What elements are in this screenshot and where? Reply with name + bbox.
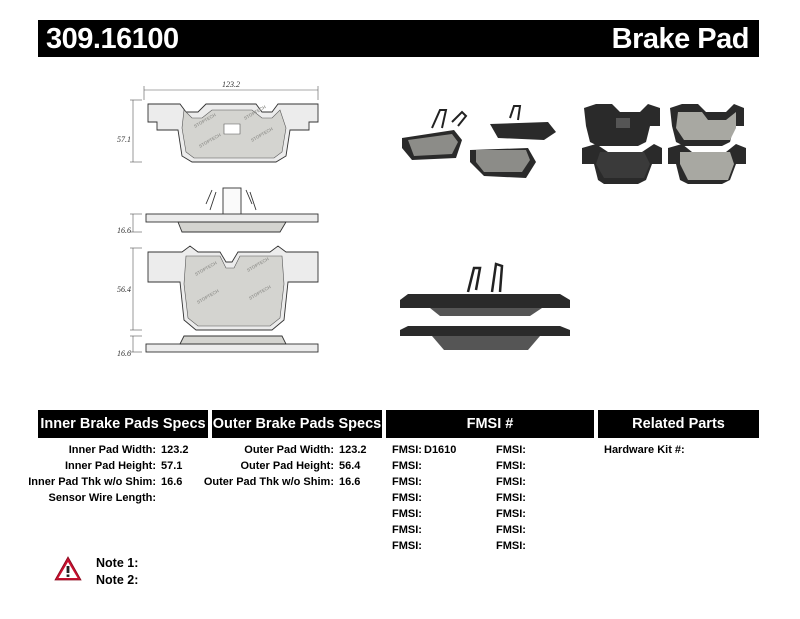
fmsi-label: FMSI: (496, 508, 526, 520)
outer-pad-side (145, 335, 319, 353)
fmsi-label: FMSI: (392, 524, 422, 536)
outer-pad-front (147, 245, 319, 331)
fmsi-label: FMSI: (496, 540, 526, 552)
product-photo-front-back (582, 104, 746, 184)
inner-pad-side (145, 187, 319, 233)
outer-specs-header: Outer Brake Pads Specs (212, 410, 382, 438)
inner-spec-value: 57.1 (161, 460, 183, 472)
product-photo-isometric (402, 105, 556, 178)
fmsi-label: FMSI: (392, 460, 422, 472)
warning-icon (54, 556, 82, 581)
product-type: Brake Pad (611, 23, 750, 55)
outer-spec-label: Outer Pad Height: (240, 460, 334, 472)
note-1: Note 1: (96, 556, 139, 570)
outer-spec-value: 16.6 (339, 476, 361, 488)
inner-height-label: 57.1 (117, 135, 131, 144)
inner-specs-header: Inner Brake Pads Specs (38, 410, 208, 438)
related-parts-header: Related Parts (598, 410, 759, 438)
fmsi-label: FMSI: (392, 540, 422, 552)
outer-spec-label: Outer Pad Thk w/o Shim: (203, 476, 334, 488)
hardware-kit-label: Hardware Kit #: (604, 444, 685, 456)
fmsi-label: FMSI: (392, 444, 422, 456)
inner-spec-value: 16.6 (161, 476, 183, 488)
outer-spec-value: 56.4 (339, 460, 361, 472)
fmsi-label: FMSI: (392, 492, 422, 504)
inner-spec-label: Inner Pad Thk w/o Shim: (28, 476, 156, 488)
outer-height-label: 56.4 (117, 285, 131, 294)
inner-spec-label: Inner Pad Height: (64, 460, 156, 472)
width-label: 123.2 (222, 80, 240, 89)
outer-thickness-label: 16.6 (117, 349, 131, 358)
title-bar: 309.16100 Brake Pad (38, 20, 759, 57)
fmsi-label: FMSI: (392, 476, 422, 488)
fmsi-label: FMSI: (496, 444, 526, 456)
inner-thickness-label: 16.6 (117, 226, 131, 235)
fmsi-label: FMSI: (392, 508, 422, 520)
outer-spec-label: Outer Pad Width: (244, 444, 334, 456)
fmsi-header: FMSI # (386, 410, 594, 438)
width-dimension (143, 86, 319, 100)
fmsi-label: FMSI: (496, 476, 526, 488)
inner-pad-front (147, 103, 319, 163)
inner-spec-label: Inner Pad Width: (68, 444, 156, 456)
inner-spec-label: Sensor Wire Length: (48, 492, 156, 504)
part-number: 309.16100 (46, 23, 179, 55)
fmsi-label: FMSI: (496, 492, 526, 504)
outer-spec-value: 123.2 (339, 444, 367, 456)
fmsi-label: FMSI: (496, 460, 526, 472)
pad-drawings: 123.2 57.1 STOPTECH STOPTECH STOPTECH ST… (117, 80, 746, 358)
fmsi-value: D1610 (424, 444, 457, 456)
note-2: Note 2: (96, 573, 139, 587)
fmsi-label: FMSI: (496, 524, 526, 536)
inner-spec-value: 123.2 (161, 444, 189, 456)
product-photo-side (400, 262, 570, 350)
